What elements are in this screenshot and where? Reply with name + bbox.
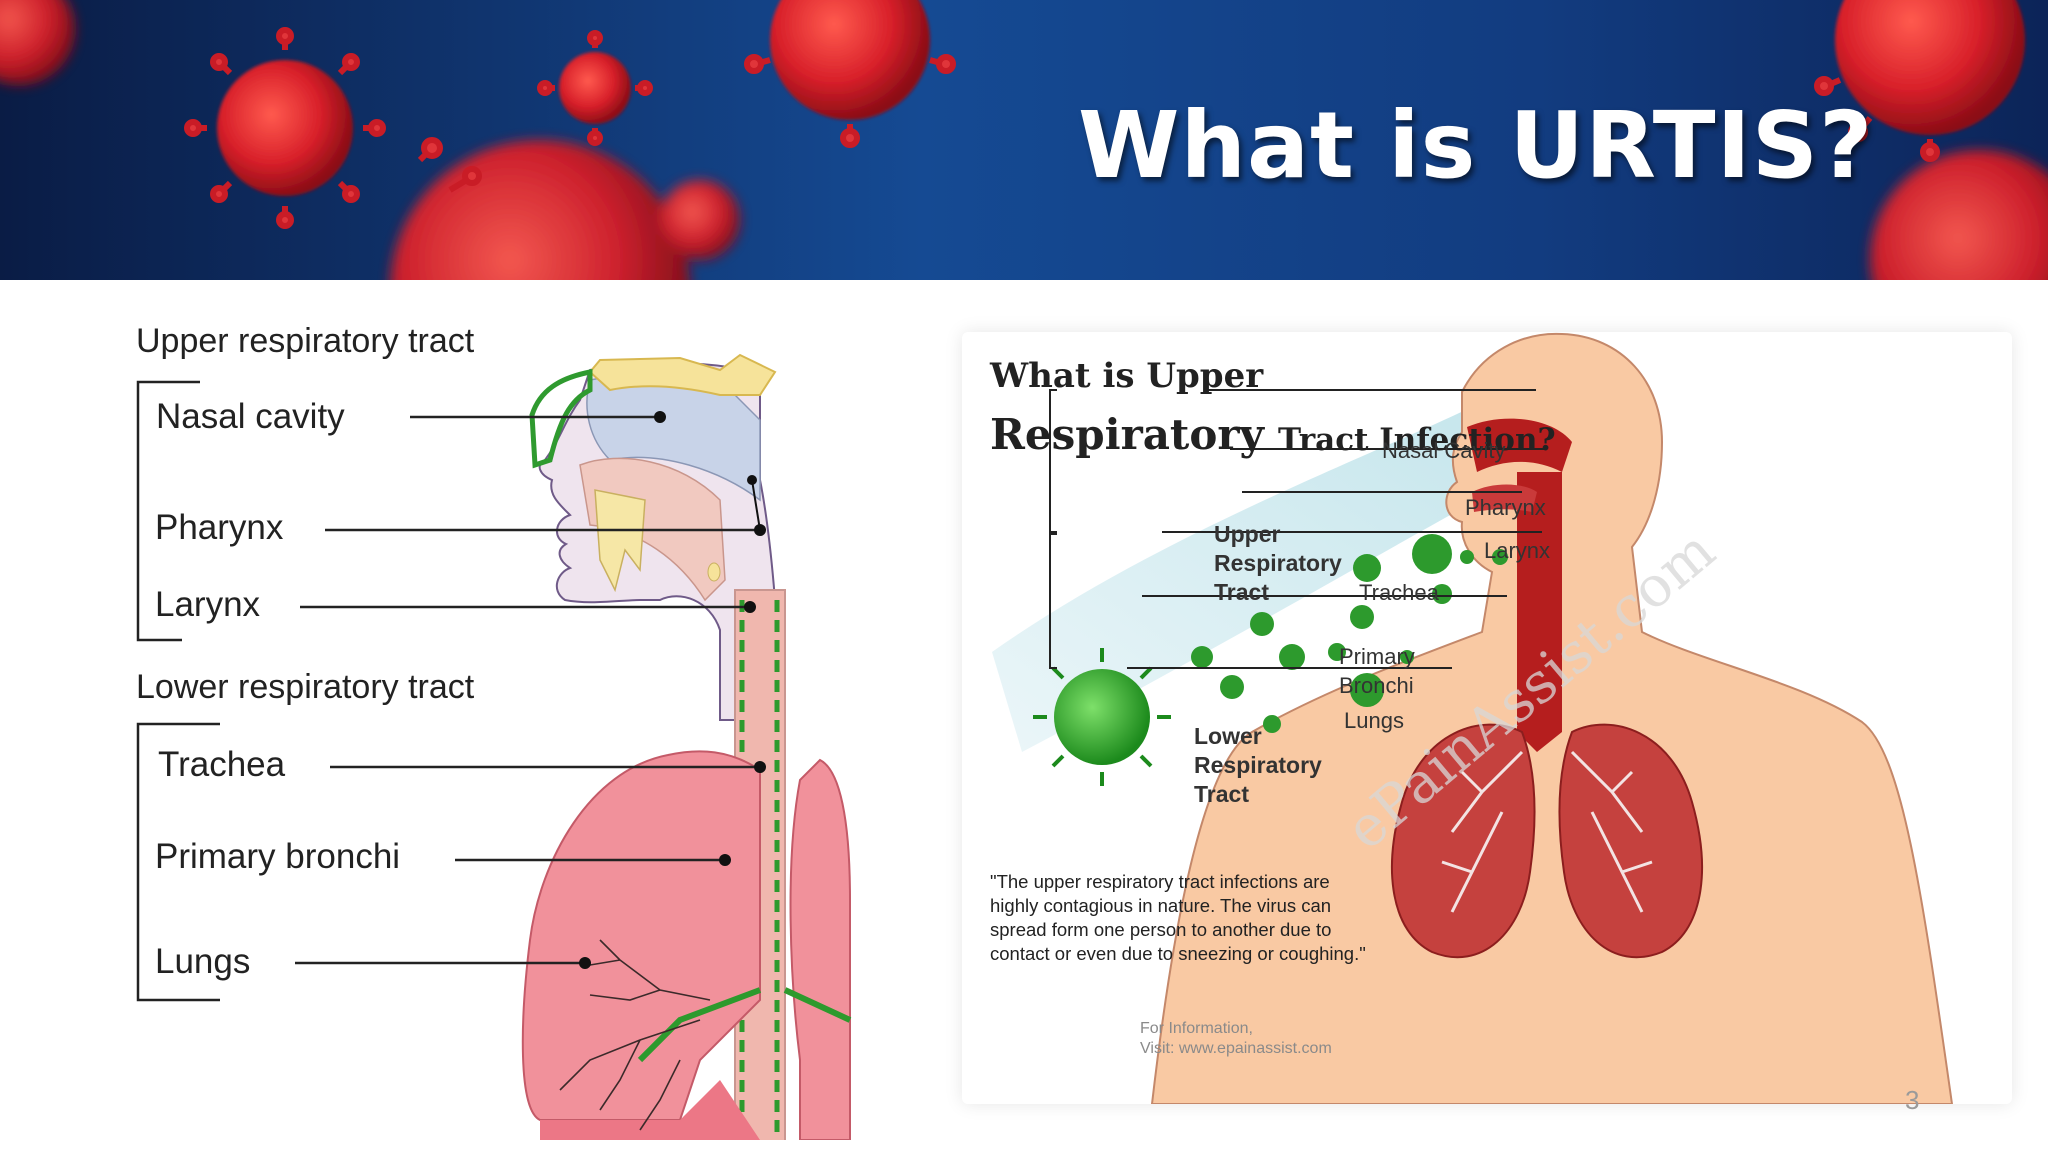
respiratory-anatomy-illustration xyxy=(136,353,852,1140)
lower-tract-bracket xyxy=(136,722,220,1002)
virus-background-image xyxy=(0,0,2048,280)
header-banner: What is URTIS? xyxy=(0,0,2048,280)
small-virus-particles xyxy=(1191,534,1508,733)
upper-tract-bracket xyxy=(136,380,200,642)
label-nasal-cavity-right: Nasal Cavity xyxy=(1382,438,1506,463)
infographic-title-line1: What is Upper xyxy=(990,356,1264,396)
label-pharynx-right: Pharynx xyxy=(1465,495,1546,520)
lower-tract-heading: Lower respiratory tract xyxy=(136,668,475,706)
label-primary-bronchi-right: Primary Bronchi xyxy=(1339,644,1415,698)
large-virus-icon xyxy=(1033,648,1171,786)
infographic-title-rest: Tract Infection? xyxy=(1278,422,1556,458)
upper-respiratory-infection-illustration: ePainAssist.com xyxy=(992,332,1954,1104)
group-label-upper-tract: Upper Respiratory Tract xyxy=(1214,521,1342,605)
label-lungs-right: Lungs xyxy=(1344,708,1404,733)
label-pharynx: Pharynx xyxy=(155,508,284,547)
label-primary-bronchi: Primary bronchi xyxy=(155,837,401,876)
contagion-quote: "The upper respiratory tract infections … xyxy=(990,871,1366,964)
page-number: 3 xyxy=(1905,1085,1920,1115)
info-line2: Visit: www.epainassist.com xyxy=(1140,1040,1332,1057)
label-larynx-right: Larynx xyxy=(1484,538,1551,563)
urti-infographic-right: ePainAssist.com What is Upper Respirator… xyxy=(962,332,2012,1104)
info-line1: For Information, xyxy=(1140,1020,1253,1037)
label-larynx: Larynx xyxy=(155,585,261,624)
label-lungs: Lungs xyxy=(155,942,251,981)
slide-title: What is URTIS? xyxy=(1078,92,1874,199)
label-trachea-right: Trachea xyxy=(1359,580,1439,605)
label-nasal-cavity: Nasal cavity xyxy=(156,397,345,436)
respiratory-tract-diagram-left: Upper respiratory tract Nasal cavity Pha… xyxy=(120,300,860,1140)
upper-tract-heading: Upper respiratory tract xyxy=(136,322,475,360)
group-label-lower-tract: Lower Respiratory Tract xyxy=(1194,723,1322,807)
infographic-title-word-respiratory: Respiratory xyxy=(990,410,1264,459)
label-trachea: Trachea xyxy=(158,745,286,784)
